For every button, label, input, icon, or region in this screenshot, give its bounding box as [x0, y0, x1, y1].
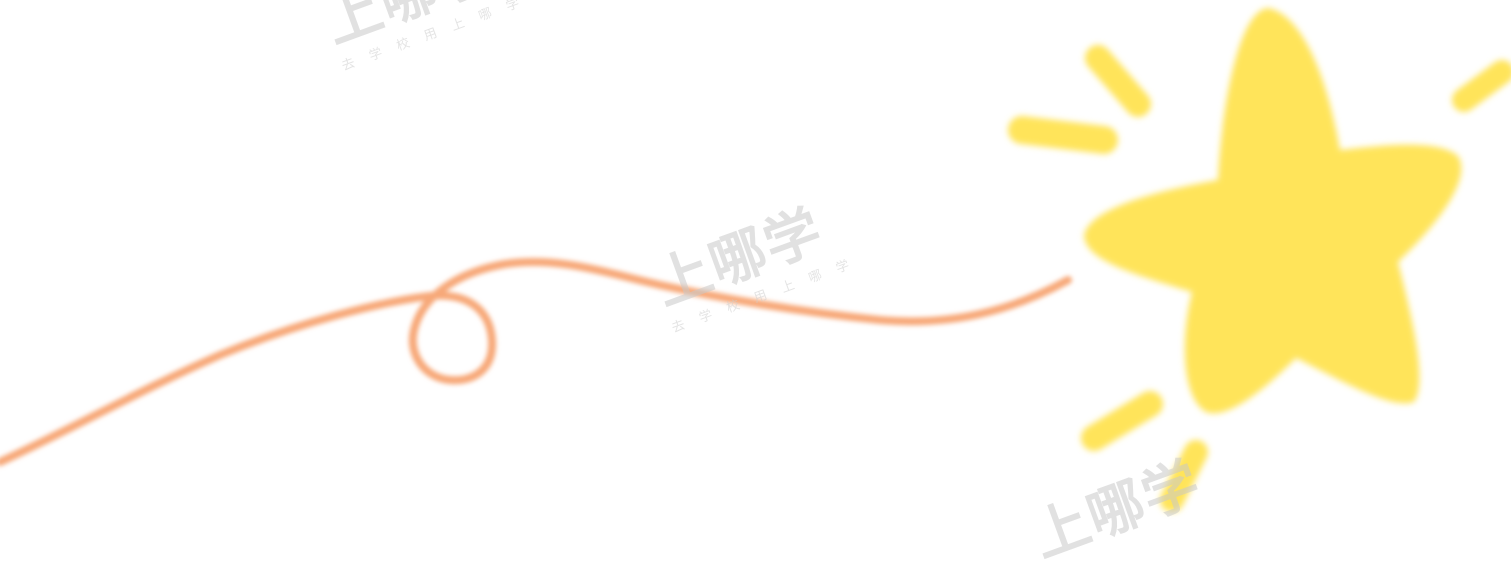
sparkle-dash — [1085, 45, 1151, 117]
sparkle-dashes — [1008, 45, 1511, 512]
squiggle-trail — [0, 258, 1072, 466]
sparkle-dash — [1160, 440, 1208, 512]
star-shape — [1084, 8, 1462, 414]
trail-line — [0, 258, 1072, 466]
sparkle-dash — [1081, 391, 1163, 451]
sparkle-dash — [1452, 60, 1511, 112]
sparkle-dash — [1008, 116, 1118, 154]
illustration-canvas — [0, 8, 1511, 512]
star-icon — [1084, 8, 1462, 414]
